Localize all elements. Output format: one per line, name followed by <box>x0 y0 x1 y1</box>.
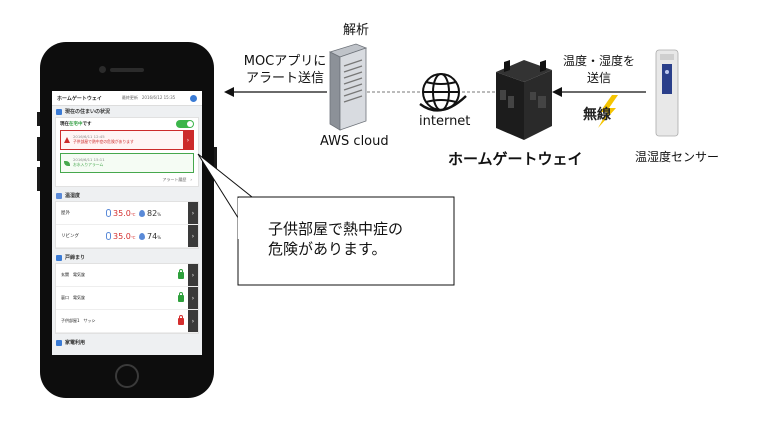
gateway-label: ホームゲートウェイ <box>448 150 583 168</box>
thermometer-icon <box>56 192 62 199</box>
aws-cloud-label: AWS cloud <box>320 134 389 149</box>
internet-label: internet <box>419 114 471 129</box>
energy-section-title: 家電利用 <box>52 337 202 348</box>
refresh-icon[interactable] <box>190 94 197 102</box>
chevron-right-icon[interactable]: › <box>188 310 198 332</box>
power-button <box>214 147 217 177</box>
temperature-icon <box>106 209 111 217</box>
mute-switch <box>37 112 40 126</box>
front-camera <box>99 66 106 73</box>
chevron-right-icon[interactable]: › <box>188 202 198 224</box>
warning-icon <box>64 137 70 143</box>
chevron-right-icon[interactable]: › <box>183 131 193 149</box>
lock-row-front[interactable]: 玄関 電気錠 › <box>56 264 198 287</box>
analysis-label: 解析 <box>343 23 370 38</box>
humidity-icon <box>139 232 145 240</box>
app-header: ホームゲートウェイ 最終更新 2016/6/12 15:35 <box>52 91 202 106</box>
volume-down-button <box>37 167 40 191</box>
plug-icon <box>56 339 62 346</box>
lock-row-back[interactable]: 裏口 電気錠 › <box>56 287 198 310</box>
lock-icon <box>56 254 62 261</box>
chevron-right-icon[interactable]: › <box>188 264 198 286</box>
volume-up-button <box>37 137 40 161</box>
globe-icon <box>419 73 467 112</box>
presence-toggle[interactable] <box>176 120 194 128</box>
sensor-send-label: 温度・湿度を 送信 <box>562 54 635 85</box>
lock-closed-icon <box>178 268 184 279</box>
lock-row-kids-room[interactable]: 子供部屋1 サッシ › <box>56 310 198 333</box>
lock-closed-icon <box>178 291 184 302</box>
phone-screen: ホームゲートウェイ 最終更新 2016/6/12 15:35 現在の住まいの状況… <box>52 91 202 355</box>
server-icon <box>328 43 368 131</box>
leaf-icon <box>64 160 70 166</box>
smartphone: ホームゲートウェイ 最終更新 2016/6/12 15:35 現在の住まいの状況… <box>37 42 217 398</box>
chevron-right-icon[interactable]: › <box>188 287 198 309</box>
callout-message: 子供部屋で熱中症の 危険があります。 <box>268 220 404 258</box>
moc-alert-label: MOCアプリに アラート送信 <box>243 54 327 86</box>
status-section-title: 現在の住まいの状況 <box>52 106 202 117</box>
home-icon <box>56 108 62 115</box>
last-updated: 最終更新 2016/6/12 15:35 <box>121 95 176 100</box>
lock-open-icon <box>178 314 184 325</box>
env-row-living[interactable]: リビング 35.0℃ 74% › <box>56 225 198 248</box>
presence-status: 現在 在宅中 です <box>56 118 198 130</box>
status-card: 現在 在宅中 です 2016/6/11 12:45 子供部屋で熱中症の危険があり… <box>55 117 199 187</box>
app-title: ホームゲートウェイ <box>57 95 102 102</box>
temperature-icon <box>106 232 111 240</box>
environment-section-title: 温湿度 <box>52 190 202 201</box>
chevron-right-icon[interactable]: › <box>188 225 198 247</box>
sensor-label: 温湿度センサー <box>635 150 720 164</box>
sensor-icon <box>655 49 679 137</box>
environment-card: 屋外 35.0℃ 82% › リビング 35.0℃ 74% › <box>55 201 199 249</box>
alert-item-danger[interactable]: 2016/6/11 12:45 子供部屋で熱中症の危険があります › <box>60 130 194 150</box>
env-row-outdoor[interactable]: 屋外 35.0℃ 82% › <box>56 202 198 225</box>
locks-section-title: 戸締まり <box>52 252 202 263</box>
alert-item-ok[interactable]: 2016/6/11 15:11 お水入りアラーム <box>60 153 194 173</box>
wireless-label: 無線 <box>583 107 611 123</box>
locks-card: 玄関 電気錠 › 裏口 電気錠 › 子供部屋1 サッシ › <box>55 263 199 334</box>
home-button <box>115 364 139 388</box>
humidity-icon <box>139 209 145 217</box>
earpiece-speaker <box>110 68 144 72</box>
alert-history-link[interactable]: アラート履歴 › <box>162 177 192 182</box>
gateway-device-icon <box>496 60 552 140</box>
